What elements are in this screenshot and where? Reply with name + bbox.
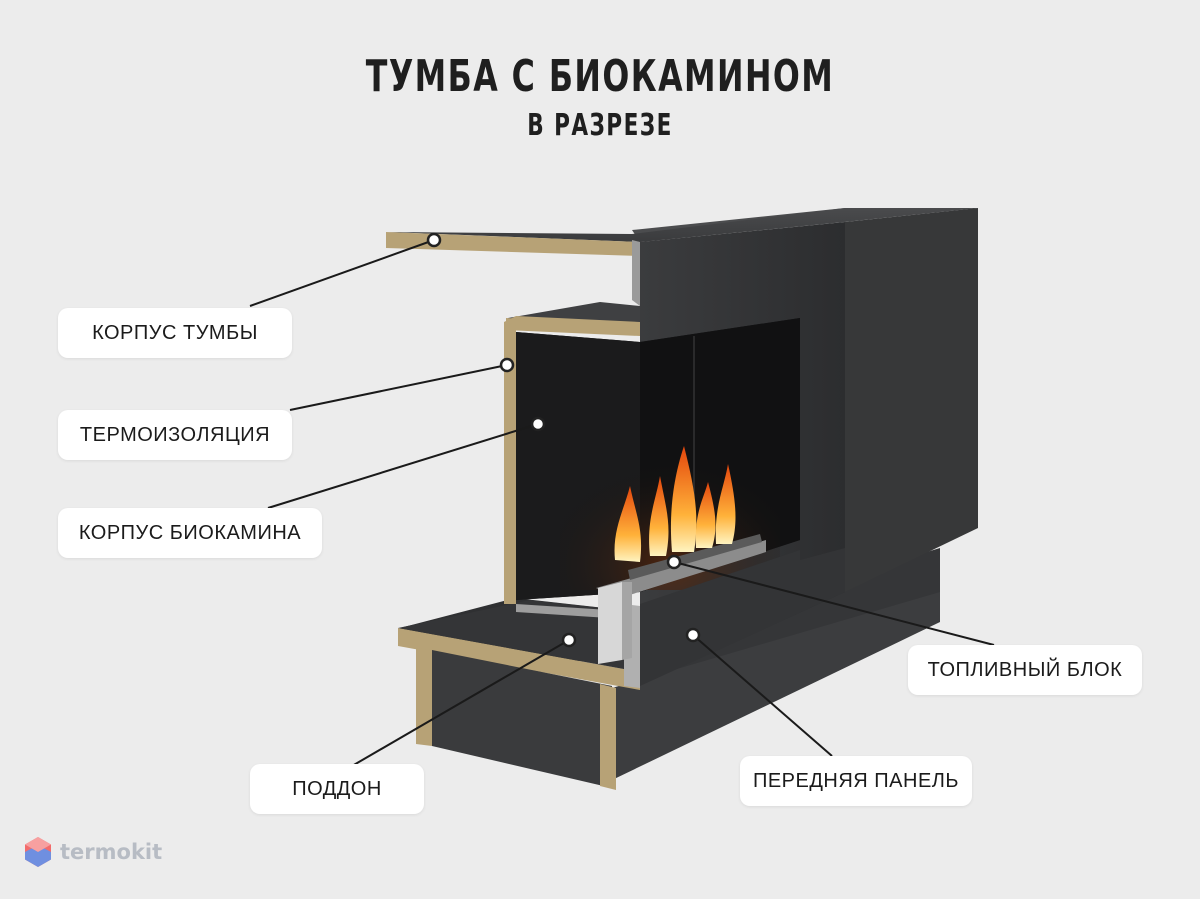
flames [614, 446, 736, 562]
page-subtitle: В РАЗРЕЗЕ [527, 108, 673, 143]
callout-dots [426, 232, 701, 648]
hexagon-logo-icon [25, 837, 51, 867]
firebox [516, 318, 800, 600]
page-title: ТУМБА С БИОКАМИНОМ [365, 51, 835, 102]
label-firebox-body: КОРПУС БИОКАМИНА [58, 508, 322, 558]
leader-lines [249, 239, 995, 767]
label-front-panel: ПЕРЕДНЯЯ ПАНЕЛЬ [740, 756, 972, 806]
brand-name: termokit [60, 840, 163, 864]
label-cabinet-body: КОРПУС ТУМБЫ [58, 308, 292, 358]
brand-logo: termokit [24, 836, 162, 868]
title-block: ТУМБА С БИОКАМИНОМ В РАЗРЕЗЕ [0, 48, 1200, 146]
fuel-block [596, 534, 766, 664]
base-plinth [612, 548, 940, 780]
label-tray: ПОДДОН [250, 764, 424, 814]
label-thermal-insulation: ТЕРМОИЗОЛЯЦИЯ [58, 410, 292, 460]
label-fuel-block: ТОПЛИВНЫЙ БЛОК [908, 645, 1142, 695]
